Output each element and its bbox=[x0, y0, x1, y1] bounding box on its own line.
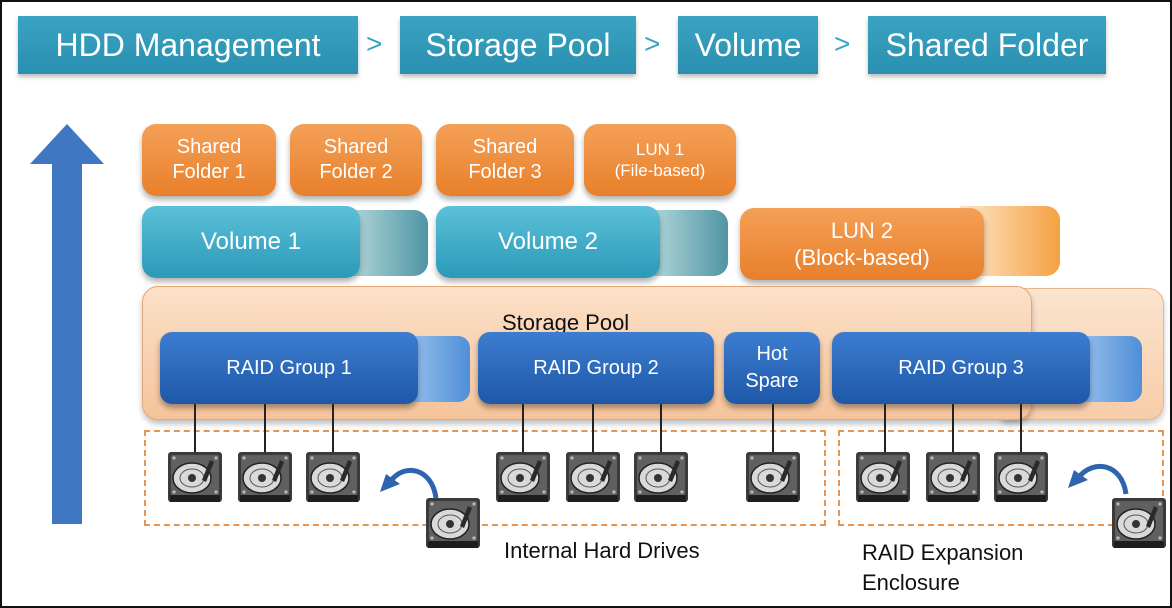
hard-drive-icon bbox=[632, 450, 690, 504]
curved-arrow-icon bbox=[380, 467, 439, 499]
lun-1: LUN 1 (File-based) bbox=[584, 124, 736, 196]
text-line: Folder 1 bbox=[172, 161, 246, 183]
text-line: Spare bbox=[745, 370, 799, 392]
text-line: Shared bbox=[323, 136, 389, 158]
connector-line bbox=[194, 404, 196, 452]
raid-group-2: RAID Group 2 bbox=[478, 332, 714, 404]
hard-drive-icon bbox=[1110, 496, 1168, 550]
connector-line bbox=[1020, 404, 1022, 452]
text-line: RAID Expansion bbox=[862, 540, 1024, 565]
volume-1: Volume 1 bbox=[142, 206, 360, 278]
expansion-caption: RAID Expansion Enclosure bbox=[862, 538, 1023, 597]
text-line: LUN 1 bbox=[635, 139, 685, 159]
hard-drive-icon bbox=[424, 496, 482, 550]
connector-line bbox=[332, 404, 334, 452]
text-line: (File-based) bbox=[614, 161, 706, 180]
storage-pool-title: Storage Pool bbox=[502, 310, 630, 335]
hard-drive-icon bbox=[236, 450, 294, 504]
connector-line bbox=[522, 404, 524, 452]
lun-2: LUN 2(Block-based) bbox=[740, 208, 984, 280]
header-separator: > bbox=[834, 28, 851, 59]
raid-group-3: RAID Group 3 bbox=[832, 332, 1090, 404]
header-storage-pool: Storage Pool bbox=[400, 16, 636, 74]
curved-arrow-icon bbox=[1068, 463, 1129, 495]
header-step-label: HDD Management bbox=[55, 26, 321, 63]
text-line: Folder 3 bbox=[468, 161, 542, 183]
text-line: Hot bbox=[756, 343, 788, 365]
connector-line bbox=[772, 404, 774, 452]
connector-line bbox=[660, 404, 662, 452]
header-step-label: Shared Folder bbox=[885, 26, 1089, 63]
hard-drive-icon bbox=[854, 450, 912, 504]
text-line: Shared bbox=[472, 136, 538, 158]
connector-line bbox=[952, 404, 954, 452]
header-hdd-management: HDD Management bbox=[18, 16, 358, 74]
hard-drive-icon bbox=[924, 450, 982, 504]
hard-drive-icon bbox=[494, 450, 552, 504]
volume-label: Volume 2 bbox=[497, 228, 599, 255]
text-line: Enclosure bbox=[862, 569, 960, 595]
hard-drive-icon bbox=[744, 450, 802, 504]
connector-line bbox=[592, 404, 594, 452]
text-line: Shared bbox=[176, 136, 242, 158]
header-volume: Volume bbox=[678, 16, 818, 74]
hard-drive-icon bbox=[304, 450, 362, 504]
up-arrow-icon bbox=[30, 124, 104, 524]
header-shared-folder: Shared Folder bbox=[868, 16, 1106, 74]
volume-label: Volume 1 bbox=[200, 228, 302, 255]
raid-label: RAID Group 3 bbox=[898, 356, 1024, 379]
raid-label: RAID Group 2 bbox=[533, 356, 659, 379]
connector-line bbox=[884, 404, 886, 452]
text-line: (Block-based) bbox=[794, 245, 930, 270]
text-line: Folder 2 bbox=[319, 161, 393, 183]
internal-drives-caption: Internal Hard Drives bbox=[504, 538, 700, 563]
hard-drive-icon bbox=[166, 450, 224, 504]
header-separator: > bbox=[644, 28, 661, 59]
header-separator: > bbox=[366, 28, 383, 59]
hard-drive-icon bbox=[992, 450, 1050, 504]
expansion-enclosure bbox=[838, 430, 1164, 526]
raid-label: RAID Group 1 bbox=[226, 356, 352, 379]
text-line: LUN 2 bbox=[830, 217, 894, 243]
header-step-label: Storage Pool bbox=[425, 26, 611, 63]
raid-group-1: RAID Group 1 bbox=[160, 332, 418, 404]
header-step-label: Volume bbox=[694, 26, 802, 63]
connector-line bbox=[264, 404, 266, 452]
hard-drive-icon bbox=[564, 450, 622, 504]
internal-drives-enclosure bbox=[144, 430, 826, 526]
volume-2: Volume 2 bbox=[436, 206, 660, 278]
